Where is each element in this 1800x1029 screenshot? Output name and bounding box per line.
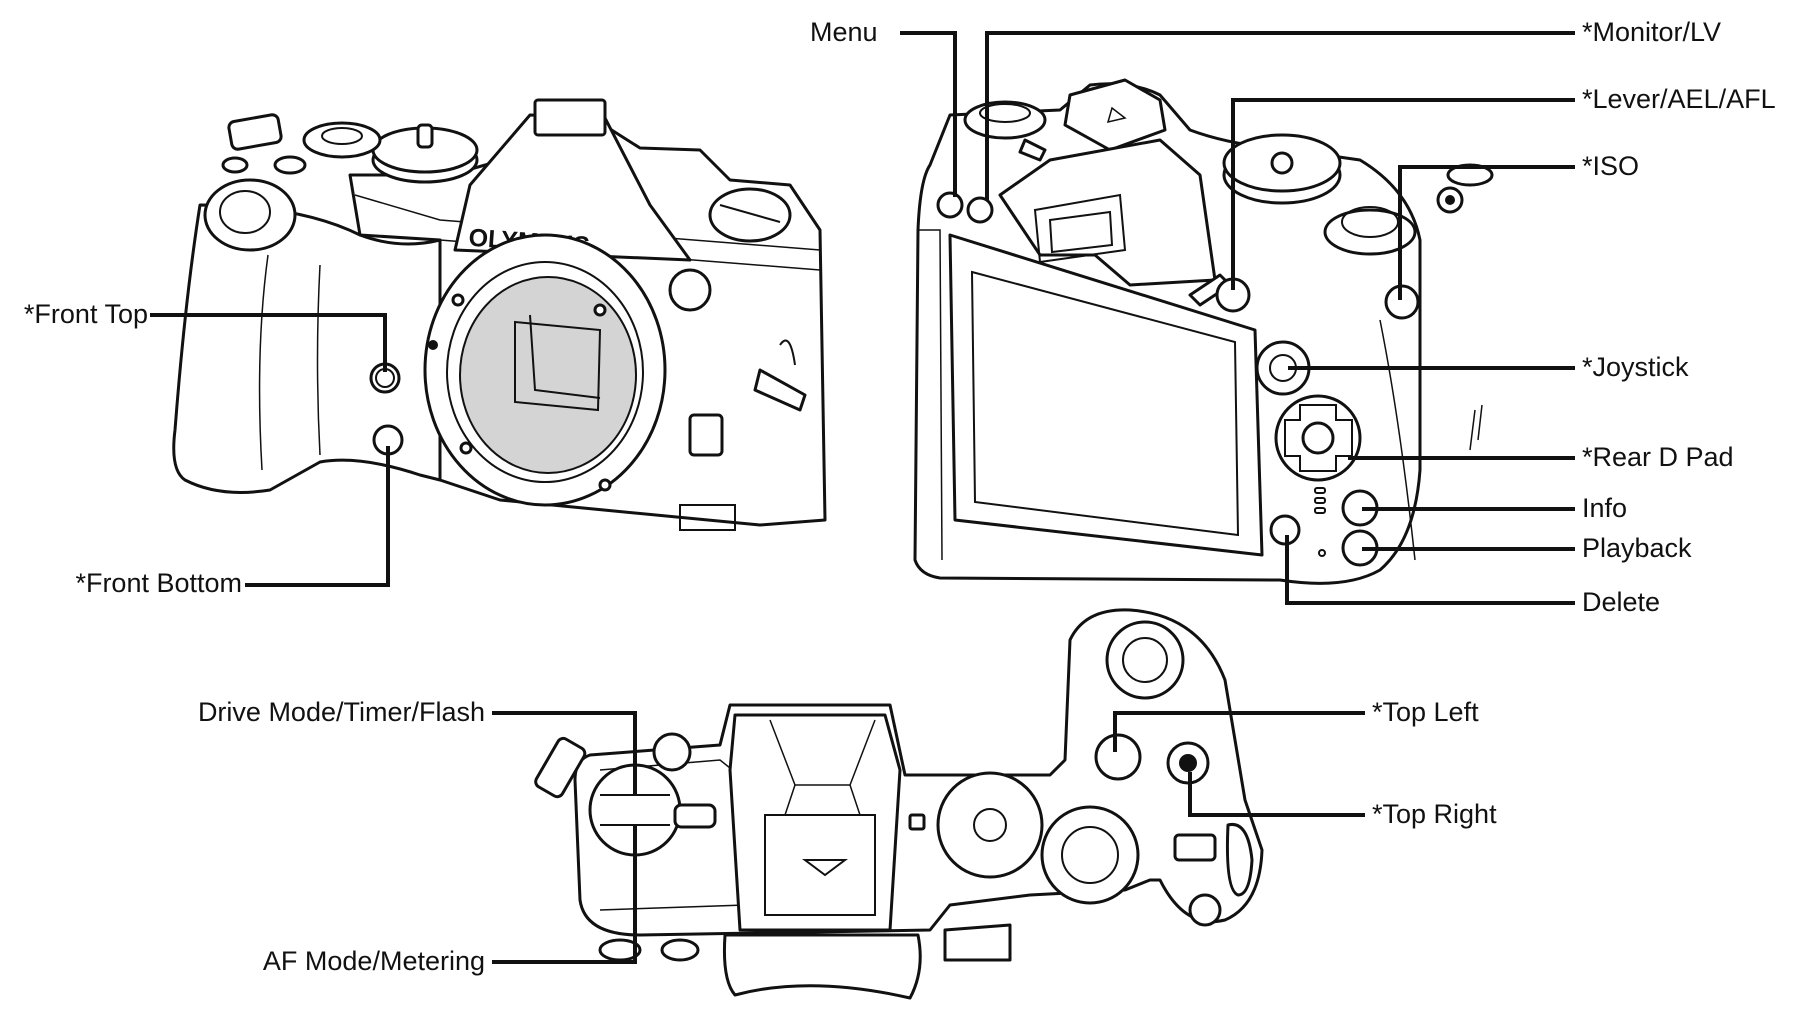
label-info: Info (1582, 493, 1628, 523)
label-monitor-lv: *Monitor/LV (1582, 17, 1722, 47)
leader-drive-mode (492, 711, 637, 795)
front-grip (172, 203, 442, 494)
label-af-mode: AF Mode/Metering (262, 946, 485, 976)
label-rear-d-pad: *Rear D Pad (1582, 442, 1734, 472)
callout-lines (150, 31, 1575, 964)
top-rear-dial[interactable] (1040, 805, 1140, 905)
label-top-left: *Top Left (1372, 697, 1479, 727)
leader-top-right (1188, 772, 1365, 817)
front-hotshoe (533, 98, 607, 137)
leader-front-bottom (245, 446, 390, 587)
front-prism (453, 113, 692, 262)
label-front-top: *Front Top (23, 299, 148, 329)
sensor-area (459, 276, 637, 474)
leader-menu (900, 31, 957, 197)
leader-af-mode (492, 825, 637, 964)
label-front-bottom: *Front Bottom (75, 568, 242, 598)
leader-lever-ael-afl (1231, 98, 1575, 290)
grip-contour (258, 254, 269, 471)
label-playback: Playback (1582, 533, 1692, 563)
leader-monitor-lv (985, 31, 1575, 200)
label-iso: *ISO (1582, 151, 1640, 181)
label-top-right: *Top Right (1372, 799, 1497, 829)
monitor-lv-button[interactable] (966, 196, 994, 224)
leader-iso (1398, 165, 1575, 300)
leader-top-left (1113, 711, 1365, 752)
label-menu: Menu (810, 17, 878, 47)
front-camera-view: OLYMPUS (172, 98, 827, 531)
top-eyecup (723, 933, 922, 1000)
menu-button[interactable] (936, 191, 964, 219)
rear-lcd-screen (948, 233, 1264, 557)
leader-delete (1285, 535, 1575, 605)
rear-hotshoe (1063, 78, 1167, 152)
label-drive-mode: Drive Mode/Timer/Flash (197, 697, 485, 727)
front-right-dial (708, 187, 792, 243)
label-delete: Delete (1582, 587, 1661, 617)
leader-front-top (150, 313, 387, 372)
label-lever-ael-afl: *Lever/AEL/AFL (1582, 84, 1776, 114)
rear-camera-view (913, 78, 1494, 585)
top-camera-view (534, 608, 1264, 1000)
top-left-button[interactable] (1094, 733, 1142, 781)
top-shutter-dial[interactable] (1105, 620, 1185, 700)
top-front-dial[interactable] (936, 771, 1044, 879)
top-viewfinder (728, 713, 902, 932)
label-joystick: *Joystick (1582, 352, 1689, 382)
